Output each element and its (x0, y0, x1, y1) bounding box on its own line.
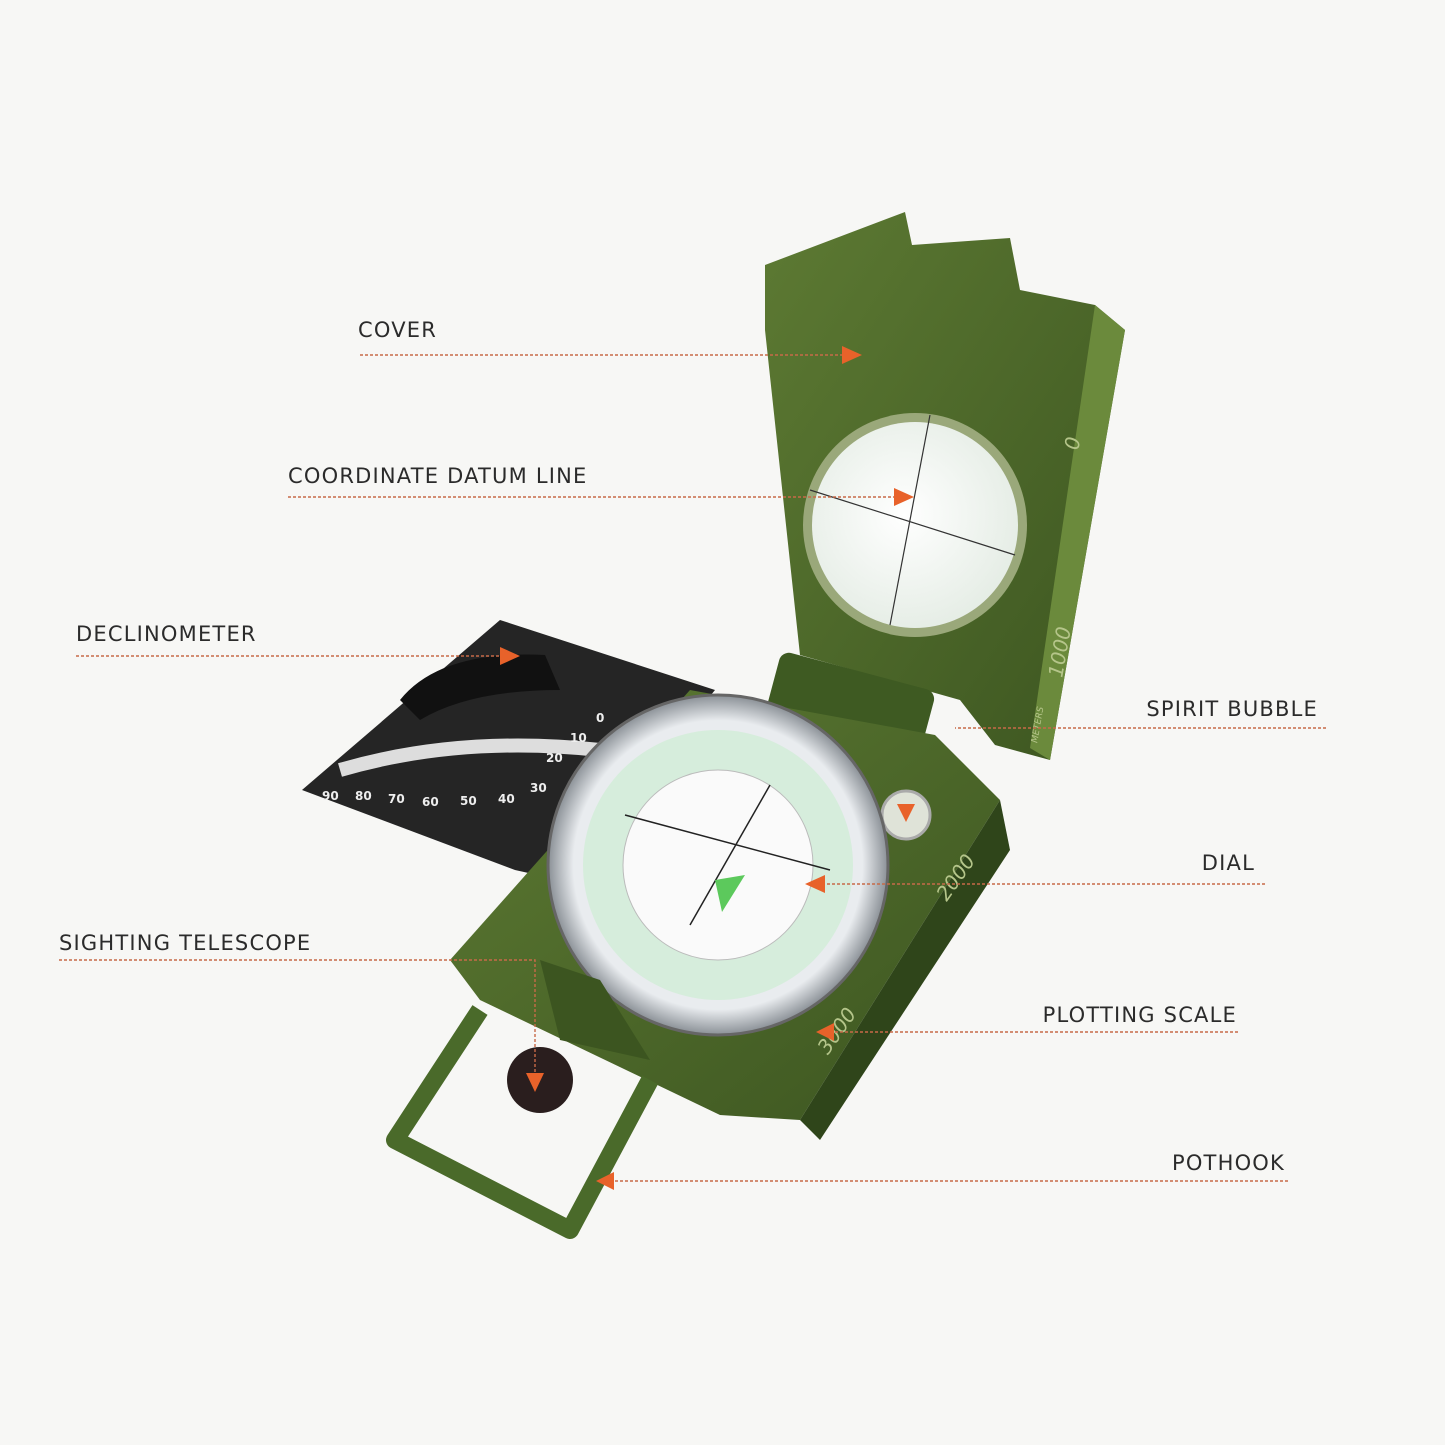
scale-zero: 0 (1059, 435, 1085, 452)
label-sighting-telescope: SIGHTING TELESCOPE (59, 931, 312, 955)
arrow-icon (500, 647, 520, 665)
pothook-frame (386, 1005, 658, 1239)
leader-lines (59, 354, 1326, 1182)
decl-mark: 10 (570, 731, 587, 745)
decl-mark: 80 (355, 789, 372, 803)
decl-mark: 30 (530, 781, 547, 795)
label-declinometer: DECLINOMETER (76, 622, 257, 646)
arrow-icon (897, 804, 915, 822)
decl-mark: 0 (596, 711, 604, 725)
arrow-icon (805, 875, 825, 893)
decl-mark: 20 (546, 751, 563, 765)
label-dial: DIAL (1201, 851, 1255, 875)
decl-mark: 50 (460, 794, 477, 808)
decl-mark: 90 (322, 789, 339, 803)
arrow-icon (596, 1172, 614, 1190)
label-plotting-scale: PLOTTING SCALE (1042, 1003, 1237, 1027)
arrow-icon (816, 1023, 834, 1041)
label-coordinate-datum-line: COORDINATE DATUM LINE (288, 464, 588, 488)
arrowheads (500, 346, 915, 1190)
label-cover: COVER (358, 318, 438, 342)
label-spirit-bubble: SPIRIT BUBBLE (1146, 697, 1318, 721)
arrow-icon (894, 488, 914, 506)
label-pothook: POTHOOK (1171, 1151, 1285, 1175)
decl-mark: 40 (498, 792, 515, 806)
decl-mark: 70 (388, 792, 405, 806)
arrow-icon (842, 346, 862, 364)
arrow-icon (526, 1073, 544, 1092)
decl-mark: 60 (422, 795, 439, 809)
